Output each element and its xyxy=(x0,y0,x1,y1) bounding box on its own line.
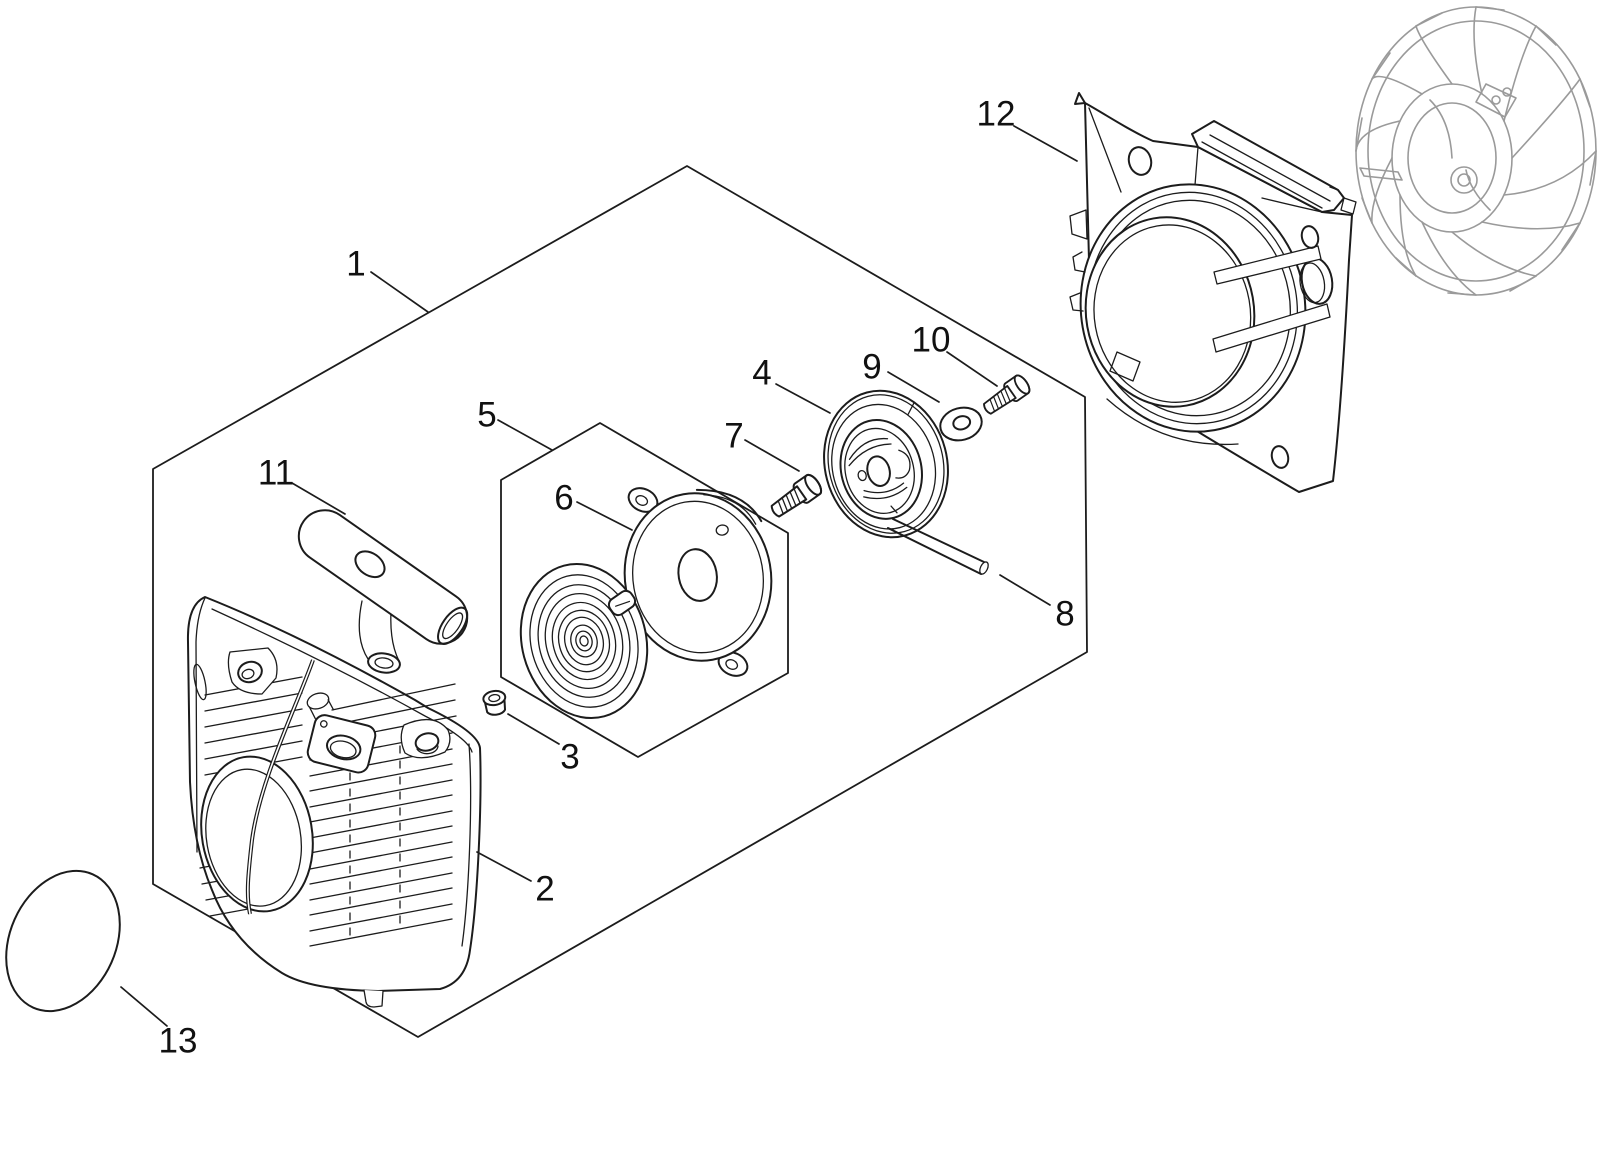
callout-5: 5 xyxy=(477,396,553,451)
callout-label-10: 10 xyxy=(912,321,951,360)
spring-cover-plate xyxy=(623,487,773,677)
leader-line-4 xyxy=(775,383,831,414)
leader-line-10 xyxy=(946,351,998,387)
callout-13: 13 xyxy=(120,986,198,1061)
callout-11: 11 xyxy=(258,454,346,515)
screw-7 xyxy=(770,473,823,518)
callout-label-11: 11 xyxy=(258,454,294,493)
grip-hole xyxy=(354,550,386,579)
spring-kit-boundary xyxy=(500,422,789,758)
screw-10 xyxy=(983,374,1031,415)
callout-label-6: 6 xyxy=(554,479,573,518)
callout-9: 9 xyxy=(862,348,940,403)
callout-1: 1 xyxy=(346,245,429,313)
guide-knob xyxy=(306,692,335,720)
starter-rope-end xyxy=(887,518,989,575)
washer xyxy=(939,406,983,442)
callout-4: 4 xyxy=(752,354,831,414)
pawl-details xyxy=(848,401,915,514)
callout-12: 12 xyxy=(977,95,1078,162)
leader-line-12 xyxy=(1013,125,1078,162)
sealing-ring xyxy=(5,869,121,1013)
callout-label-12: 12 xyxy=(977,95,1016,134)
leader-line-8 xyxy=(999,574,1051,606)
plate-center-hole xyxy=(677,548,718,602)
leader-line-13 xyxy=(120,986,168,1027)
callout-2: 2 xyxy=(476,851,555,909)
starter-assembly-boundary xyxy=(152,165,1088,1038)
leader-line-9 xyxy=(887,371,940,403)
callout-label-8: 8 xyxy=(1055,595,1074,634)
handle-ferrule xyxy=(367,652,401,674)
fan-housing xyxy=(1069,92,1357,493)
side-opening xyxy=(1299,257,1334,305)
callout-label-13: 13 xyxy=(159,1022,198,1061)
leader-line-5 xyxy=(497,419,553,451)
rope-eyelet-boss xyxy=(227,647,278,695)
callout-10: 10 xyxy=(912,321,998,387)
callout-label-5: 5 xyxy=(477,396,496,435)
leader-line-11 xyxy=(291,482,346,515)
leader-line-2 xyxy=(476,851,532,882)
callout-label-4: 4 xyxy=(752,354,771,393)
rope-rotor xyxy=(823,389,989,575)
callout-label-2: 2 xyxy=(535,870,554,909)
shroud-opening xyxy=(1084,216,1256,408)
flywheel-ghost xyxy=(1355,6,1597,296)
rotor-opening xyxy=(200,755,314,913)
bottom-tab xyxy=(363,989,384,1008)
callouts: 1 2 3 4 5 6 7 8 xyxy=(120,95,1078,1061)
leader-line-7 xyxy=(744,439,800,472)
callout-label-7: 7 xyxy=(724,417,743,456)
callout-label-3: 3 xyxy=(560,738,579,777)
callout-label-1: 1 xyxy=(346,245,365,284)
bushing xyxy=(482,689,507,716)
vent-slats-right xyxy=(309,683,457,947)
left-tab xyxy=(1069,209,1088,240)
brace-upper xyxy=(1213,245,1322,285)
callout-label-9: 9 xyxy=(862,348,881,387)
rewind-spring xyxy=(519,562,649,720)
callout-8: 8 xyxy=(999,574,1075,634)
side-hole-boss xyxy=(400,718,451,759)
handle-grip xyxy=(297,509,469,645)
leader-line-1 xyxy=(370,271,429,313)
leader-line-6 xyxy=(576,501,633,531)
callout-3: 3 xyxy=(507,713,580,777)
rotor-center-hole xyxy=(866,455,891,487)
brace-lower xyxy=(1212,303,1331,353)
starter-housing xyxy=(186,596,482,1008)
callout-6: 6 xyxy=(554,479,633,531)
spring-hook xyxy=(607,589,637,617)
leader-line-3 xyxy=(507,713,560,745)
rope-guide-bracket xyxy=(306,714,377,774)
starter-handle xyxy=(297,509,469,674)
callout-7: 7 xyxy=(724,417,800,472)
